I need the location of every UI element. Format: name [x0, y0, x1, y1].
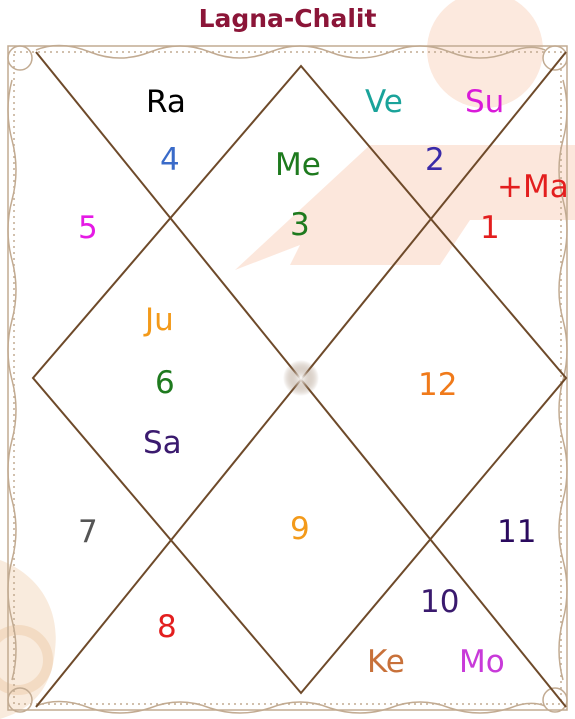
house-number-7: 7 [78, 517, 98, 548]
planet-saturn: Sa [143, 428, 182, 459]
house-number-3: 3 [290, 210, 310, 241]
house-number-6: 6 [155, 368, 175, 399]
planet-sun: Su [465, 87, 504, 118]
planet-jupiter: Ju [145, 305, 174, 336]
house-number-10: 10 [420, 587, 459, 618]
planet-mars: +Ma [497, 172, 569, 203]
center-glow [283, 360, 319, 396]
planet-venus: Ve [365, 87, 403, 118]
planet-mercury: Me [275, 150, 321, 181]
house-number-12: 12 [418, 370, 457, 401]
house-number-8: 8 [157, 612, 177, 643]
planet-ketu: Ke [367, 647, 405, 678]
house-number-5: 5 [78, 213, 98, 244]
planet-moon: Mo [459, 647, 505, 678]
house-number-9: 9 [290, 514, 310, 545]
planet-rahu: Ra [146, 87, 186, 118]
house-number-11: 11 [497, 517, 536, 548]
house-number-2: 2 [425, 145, 445, 176]
house-number-4: 4 [160, 145, 180, 176]
house-number-1: 1 [480, 213, 500, 244]
